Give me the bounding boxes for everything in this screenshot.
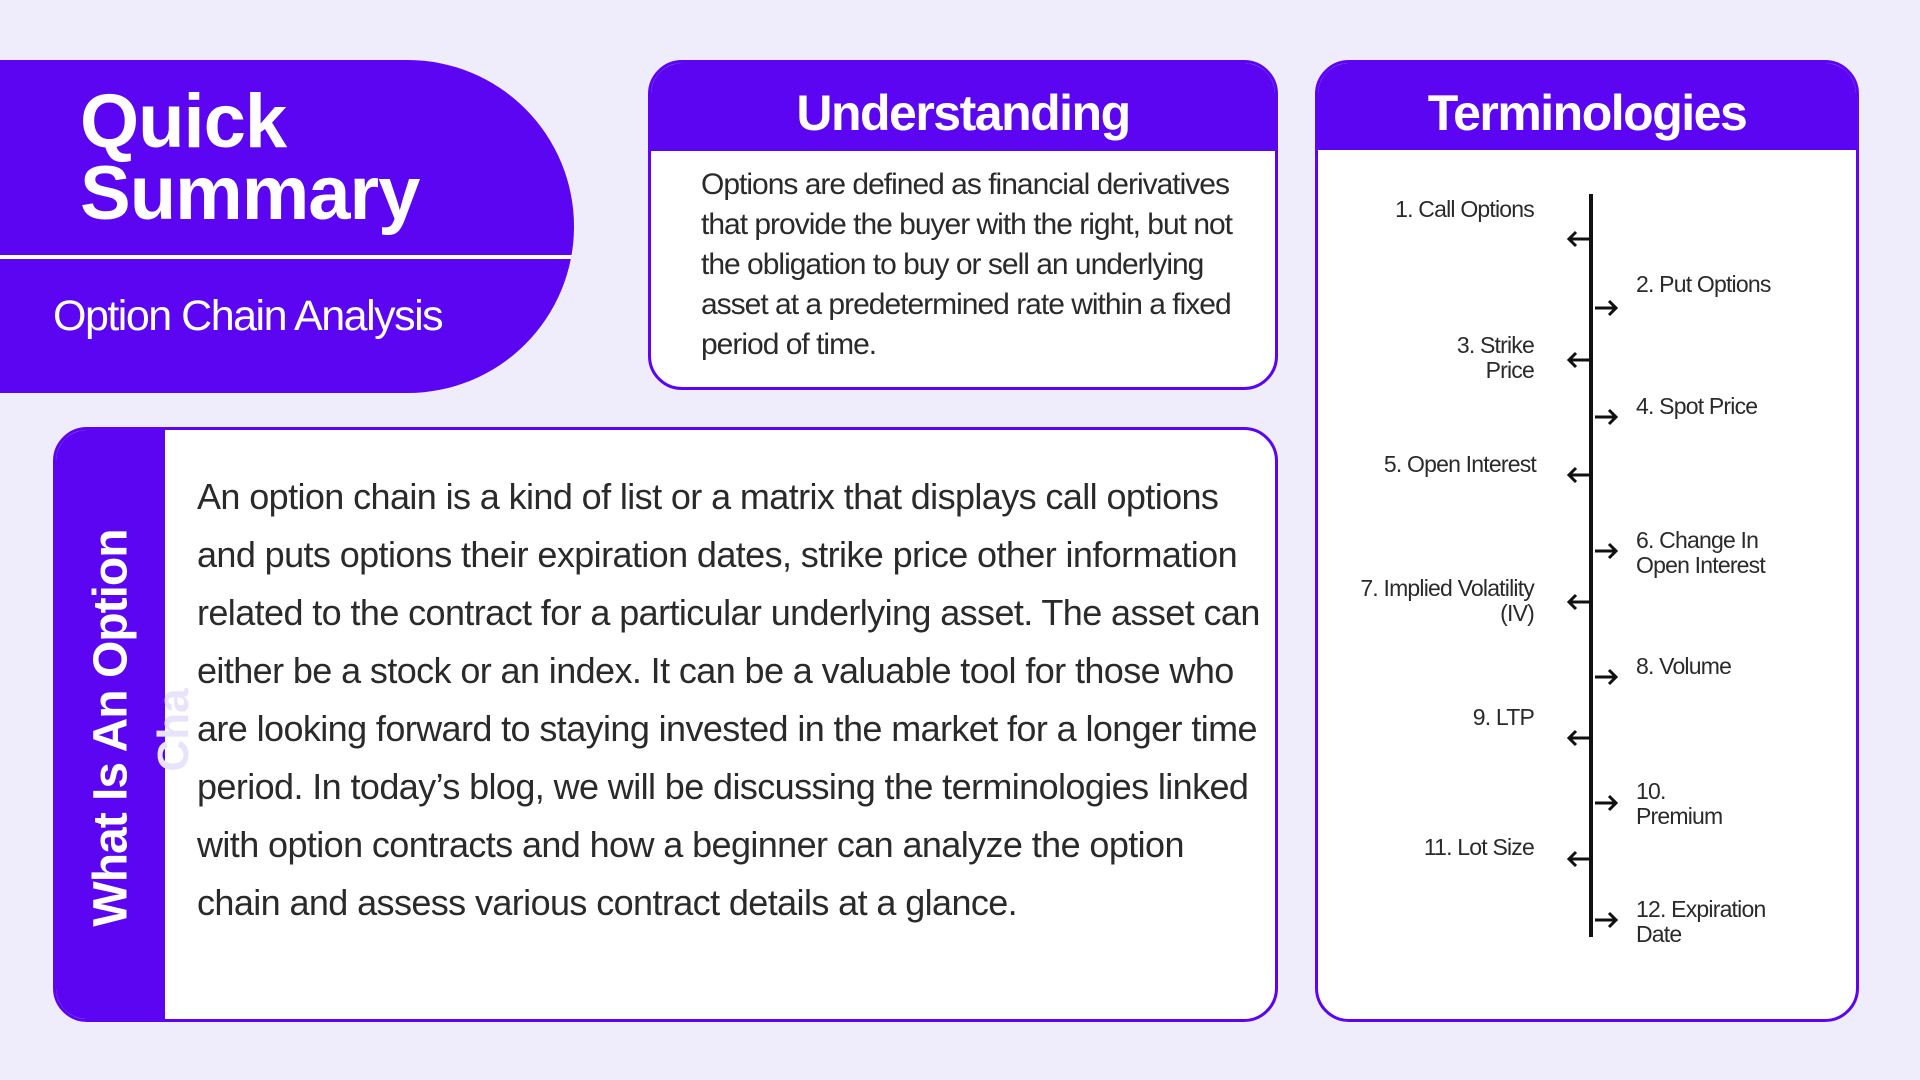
quick-summary-title: Quick Summary	[80, 79, 420, 236]
term-item: 10. Premium	[1636, 778, 1723, 829]
quick-summary-panel: Quick Summary Option Chain Analysis	[0, 60, 574, 393]
arrow-right-icon	[1593, 298, 1619, 318]
terminologies-card: Terminologies 1. Call Options 2. Put Opt…	[1315, 60, 1859, 1022]
arrow-right-icon	[1593, 910, 1619, 930]
understanding-text: Options are defined as financial derivat…	[701, 168, 1233, 361]
term-item: 9. LTP	[1472, 704, 1535, 730]
terminologies-heading: Terminologies	[1318, 63, 1856, 150]
what-is-option-card: What Is An Option Cha An option chain is…	[53, 427, 1278, 1022]
arrow-left-icon	[1566, 229, 1592, 249]
arrow-right-icon	[1593, 667, 1619, 687]
term-item: 7. Implied Volatility (IV)	[1360, 575, 1534, 626]
term-item: 5. Open Interest	[1383, 451, 1537, 477]
understanding-card: Understanding Options are defined as fin…	[648, 60, 1278, 390]
term-item: 11. Lot Size	[1423, 834, 1535, 860]
term-item: 6. Change In Open Interest	[1636, 527, 1766, 578]
arrow-right-icon	[1593, 793, 1619, 813]
understanding-heading: Understanding	[651, 63, 1275, 151]
quick-summary-divider	[0, 255, 574, 259]
timeline-line	[1589, 194, 1593, 937]
term-item: 2. Put Options	[1636, 271, 1771, 297]
arrow-left-icon	[1566, 592, 1592, 612]
quick-summary-title-line1: Quick	[80, 79, 287, 164]
arrow-left-icon	[1566, 849, 1592, 869]
term-item: 4. Spot Price	[1636, 393, 1758, 419]
arrow-left-icon	[1566, 728, 1592, 748]
arrow-right-icon	[1593, 407, 1619, 427]
ghost-watermark-text: Cha	[149, 688, 198, 772]
arrow-left-icon	[1566, 350, 1592, 370]
side-tab: What Is An Option	[56, 430, 165, 1019]
term-item: 8. Volume	[1636, 653, 1732, 679]
term-item: 3. Strike Price	[1456, 332, 1535, 383]
arrow-right-icon	[1593, 541, 1619, 561]
term-item: 1. Call Options	[1395, 196, 1535, 222]
quick-summary-subtitle: Option Chain Analysis	[53, 292, 444, 340]
term-item: 12. Expiration Date	[1636, 896, 1766, 947]
quick-summary-title-line2: Summary	[80, 151, 420, 236]
side-label: What Is An Option	[84, 529, 138, 927]
arrow-left-icon	[1566, 465, 1592, 485]
what-is-option-text: An option chain is a kind of list or a m…	[197, 476, 1260, 923]
